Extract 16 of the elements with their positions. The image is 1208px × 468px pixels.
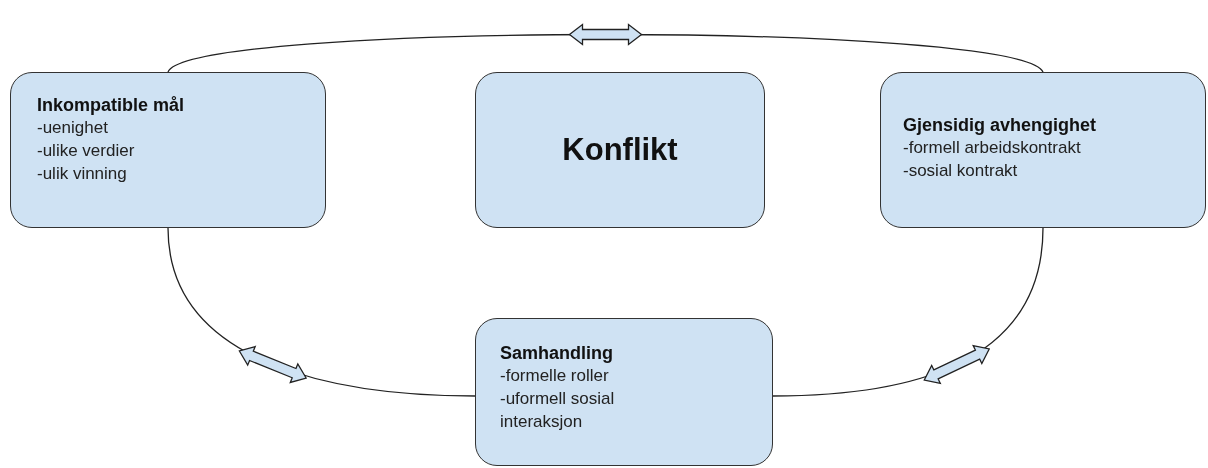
rounded-box bbox=[10, 72, 326, 228]
rounded-box bbox=[880, 72, 1206, 228]
box-title: Konflikt bbox=[562, 132, 678, 168]
list-item: -sosial kontrakt bbox=[903, 160, 1018, 183]
list-item: -uenighet bbox=[37, 117, 108, 140]
box-heading: Inkompatible mål bbox=[37, 94, 185, 117]
list-item: -formelle roller bbox=[500, 365, 609, 388]
list-item: -formell arbeidskontrakt bbox=[903, 137, 1081, 160]
box-heading: Gjensidig avhengighet bbox=[903, 114, 1097, 137]
list-item: -ulik vinning bbox=[37, 163, 127, 186]
connector-line bbox=[167, 33, 1044, 73]
list-item: -uformell sosial interaksjon bbox=[500, 388, 616, 434]
list-item: -ulike verdier bbox=[37, 140, 135, 163]
box-heading: Samhandling bbox=[500, 342, 613, 365]
rounded-box bbox=[475, 318, 773, 466]
rounded-box bbox=[475, 72, 765, 228]
